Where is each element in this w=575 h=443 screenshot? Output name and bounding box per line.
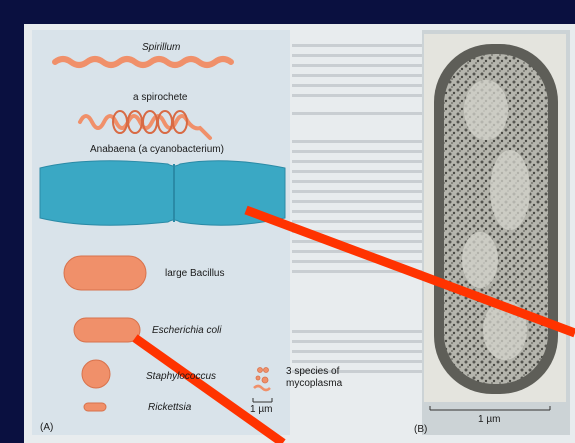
label-rickettsia: Rickettsia xyxy=(148,402,191,413)
label-panel-a-scale: 1 µm xyxy=(250,404,272,415)
label-large-bacillus: large Bacillus xyxy=(165,268,224,279)
label-panel-b: (B) xyxy=(414,424,427,435)
large-bacillus-shape xyxy=(64,256,146,290)
label-spirochete: a spirochete xyxy=(133,92,187,103)
label-ecoli: Escherichia coli xyxy=(152,325,221,336)
label-staphylococcus: Staphylococcus xyxy=(146,371,216,382)
rickettsia-shape xyxy=(84,403,106,411)
label-mycoplasma-line2: mycoplasma xyxy=(286,378,342,389)
label-anabaena: Anabaena (a cyanobacterium) xyxy=(90,144,224,155)
label-spirillum: Spirillum xyxy=(142,42,180,53)
label-panel-b-scale: 1 µm xyxy=(478,414,500,425)
ecoli-shape xyxy=(74,318,140,342)
label-mycoplasma-line1: 3 species of xyxy=(286,366,339,377)
staphylococcus-shape xyxy=(82,360,110,388)
label-panel-a: (A) xyxy=(40,422,53,433)
